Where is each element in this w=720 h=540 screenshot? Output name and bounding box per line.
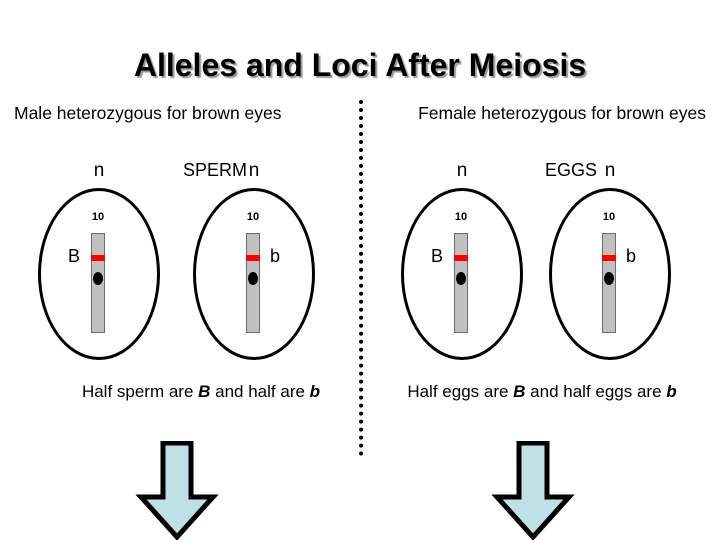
sperm-caption-prefix: Half sperm are [81, 382, 199, 401]
ploidy-label-sperm-1: n [93, 160, 105, 181]
sperm-caption: Half sperm are B and half are b [60, 380, 342, 403]
allele-band-icon [454, 255, 468, 261]
sperm-caption-allele-2: b [309, 382, 321, 401]
allele-band-icon [602, 255, 616, 261]
chromosome-egg-2 [602, 233, 616, 333]
eggs-caption-prefix: Half eggs are [407, 382, 514, 401]
eggs-caption-allele-2: b [666, 382, 677, 401]
chromosome-number-egg-2: 10 [602, 211, 616, 223]
centromere-icon [456, 272, 466, 285]
allele-label-sperm-2: b [269, 246, 280, 266]
allele-label-egg-2: b [625, 246, 636, 266]
female-panel-header: Female heterozygous for brown eyes [418, 103, 706, 123]
sperm-caption-allele-1: B [198, 382, 211, 401]
allele-band-icon [246, 255, 260, 261]
centromere-icon [248, 272, 258, 285]
down-arrow-icon-eggs [491, 441, 575, 540]
allele-label-egg-1: B [430, 246, 443, 266]
eggs-label: EGGS [544, 160, 597, 180]
ploidy-label-egg-1: n [456, 160, 468, 181]
eggs-caption: Half eggs are B and half eggs are b [392, 380, 692, 403]
chromosome-sperm-2 [246, 233, 260, 333]
ploidy-label-sperm-2: n [248, 160, 260, 181]
down-arrow-icon-sperm [135, 441, 219, 540]
chromosome-number-sperm-1: 10 [91, 211, 105, 223]
allele-label-sperm-1: B [67, 246, 80, 266]
chromosome-number-sperm-2: 10 [246, 211, 260, 223]
sperm-label: SPERM [182, 160, 247, 180]
male-panel-header: Male heterozygous for brown eyes [14, 103, 282, 123]
panel-divider [359, 100, 363, 456]
eggs-caption-allele-1: B [513, 382, 526, 401]
sperm-caption-middle: and half are [210, 382, 310, 401]
centromere-icon [604, 272, 614, 285]
ploidy-label-egg-2: n [604, 160, 616, 181]
chromosome-sperm-1 [91, 233, 105, 333]
allele-band-icon [91, 255, 105, 261]
page-title: Alleles and Loci After Meiosis [133, 47, 587, 83]
chromosome-number-egg-1: 10 [454, 211, 468, 223]
chromosome-egg-1 [454, 233, 468, 333]
centromere-icon [93, 272, 103, 285]
eggs-caption-middle: and half eggs are [525, 382, 667, 401]
